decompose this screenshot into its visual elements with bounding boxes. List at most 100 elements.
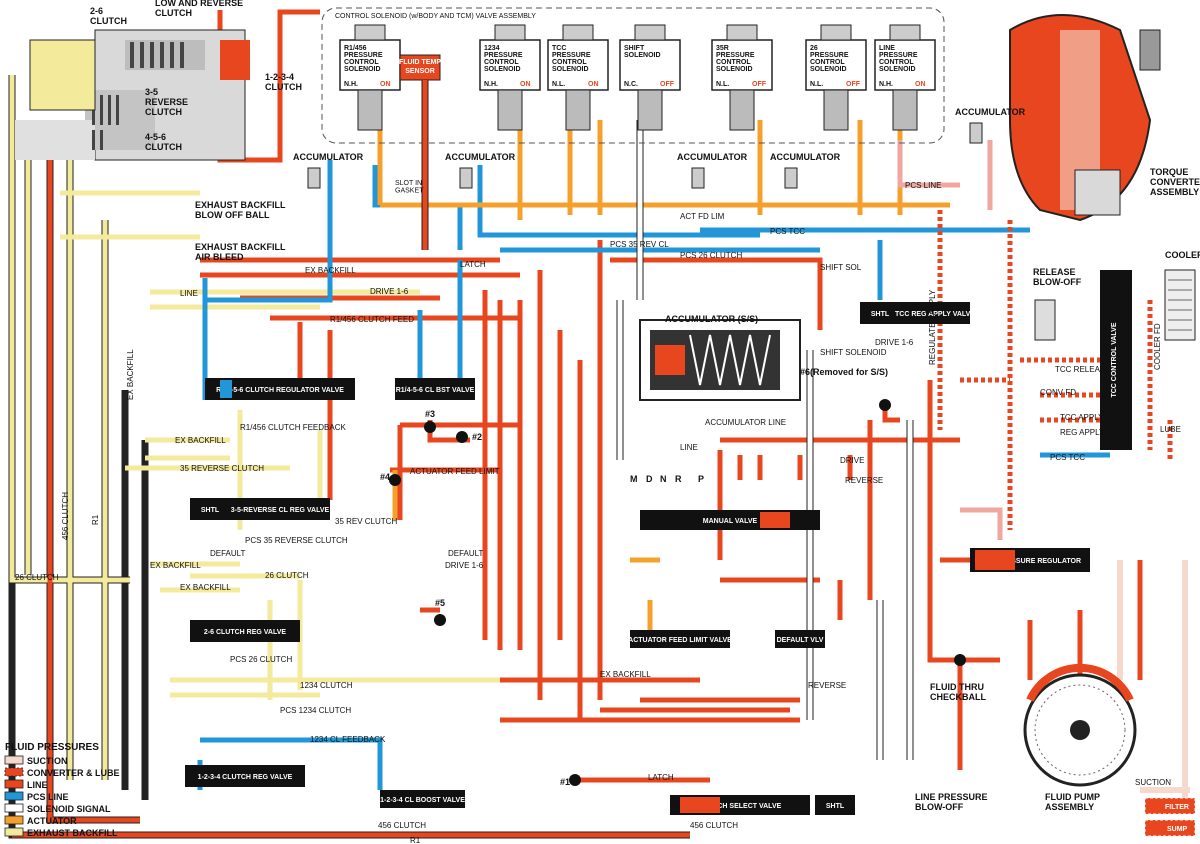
label-tcc_release: TCC RELEASE: [1055, 365, 1111, 374]
solenoid-name: R1/456: [344, 45, 367, 52]
checkball-icon: [569, 774, 581, 786]
r1-456-regulator-valve[interactable]: R1/4-5-6 CLUTCH REGULATOR VALVE: [205, 378, 355, 400]
sump-swatch: [1144, 819, 1196, 837]
label-35_reverse_clutch: 35 REVERSE CLUTCH: [180, 464, 264, 473]
label-filter: FILTER: [1165, 804, 1189, 811]
release-blowoff-spring: [1034, 299, 1056, 341]
solenoid-row: R1/456PRESSURECONTROLSOLENOIDN.H.ON1234P…: [339, 24, 936, 131]
solenoid-name: SOLENOID: [552, 66, 589, 73]
passage-network: [8, 9, 1190, 839]
fluid-temp-sensor-box: [399, 54, 441, 81]
legend-item: ACTUATOR: [27, 816, 77, 826]
solenoid-assembly-title: CONTROL SOLENOID (w/BODY AND TCM) VALVE …: [335, 13, 536, 20]
label-26_clutch: 26 CLUTCH: [15, 573, 59, 582]
label-drive16: DRIVE 1-6: [875, 338, 914, 347]
checkball-icon: [434, 614, 446, 626]
solenoid-type: N.L.: [552, 81, 565, 88]
label-default: DEFAULT: [448, 549, 484, 558]
clutch-select-shuttle[interactable]: SHTL: [815, 795, 855, 815]
label-torque_converter: TORQUECONVERTERASSEMBLY: [1150, 167, 1200, 197]
label-latch: LATCH: [648, 773, 674, 782]
legend-swatch: [4, 755, 24, 765]
label-456_clutch: 456 CLUTCH: [61, 492, 70, 540]
tcc-control-valve-body[interactable]: [1100, 270, 1132, 450]
accumulator-icon: [969, 122, 983, 144]
label-ex_backfill: EX BACKFILL: [600, 670, 651, 679]
filter-swatch: [1144, 797, 1196, 815]
gear-D: D: [646, 474, 653, 484]
fluid-temp-sensor-label-2: SENSOR: [405, 68, 435, 75]
solenoid-name: 26: [810, 45, 818, 52]
label-pcs_line: PCS LINE: [905, 181, 941, 190]
solenoid-name: SOLENOID: [624, 52, 661, 59]
26-clutch-reg-valve[interactable]: 2-6 CLUTCH REG VALVE: [190, 620, 300, 642]
solenoid-name: CONTROL: [716, 59, 751, 66]
r1-456-boost-valve[interactable]: R1/4-5-6 CL BST VALVE: [395, 378, 475, 400]
legend-swatch: [4, 827, 24, 837]
solenoid-state: ON: [915, 81, 926, 88]
label-pcs_1234_clutch: PCS 1234 CLUTCH: [280, 706, 351, 715]
label-cb4: #4: [380, 472, 390, 482]
solenoid-name: PRESSURE: [810, 52, 849, 59]
solenoid-name: PRESSURE: [344, 52, 383, 59]
1234-clutch-reg-valve[interactable]: 1-2-3-4 CLUTCH REG VALVE: [185, 765, 305, 787]
accumulator-icon: [691, 167, 705, 189]
solenoid-type: N.H.: [879, 81, 893, 88]
fluid-pump: [1023, 663, 1137, 787]
default-valve[interactable]: DEFAULT VLV: [775, 630, 825, 648]
line-pressure-regulator-label: LINE PRESSURE REGULATOR: [979, 558, 1081, 565]
legend-item: CONVERTER & LUBE: [27, 768, 120, 778]
solenoid-state: ON: [380, 81, 391, 88]
tcc-reg-apply-valve[interactable]: TCC REG APPLY VALVE: [895, 302, 975, 324]
accumulator-icon: [784, 167, 798, 189]
label-1234_clutch: 1234 CLUTCH: [300, 681, 353, 690]
label-ex_backfill: EX BACKFILL: [126, 349, 135, 400]
clutch-select-valve-label: CLUTCH SELECT VALVE: [699, 803, 782, 810]
manual-valve-label: MANUAL VALVE: [703, 518, 758, 525]
label-conv_fd: CONV FD: [1040, 388, 1076, 397]
checkball-icon: [456, 431, 468, 443]
label-ex_backfill: EX BACKFILL: [175, 436, 226, 445]
label-suction: SUCTION: [1135, 778, 1171, 787]
manual-valve[interactable]: MANUAL VALVE: [640, 510, 820, 530]
label-pcs_35rev: PCS 35 REV CL: [610, 240, 669, 249]
checkball-icon: [424, 421, 436, 433]
solenoid-name: PRESSURE: [484, 52, 523, 59]
label-pcs_26_clutch: PCS 26 CLUTCH: [230, 655, 292, 664]
reg-35-valve[interactable]: 3-5-REVERSE CL REG VALVE: [230, 498, 330, 520]
solenoid-type: N.C.: [624, 81, 638, 88]
tcc-shuttle-label: SHTL: [871, 311, 890, 318]
shuttle-35-valve[interactable]: SHTL: [190, 498, 230, 520]
1234-boost-valve[interactable]: 1-2-3-4 CL BOOST VALVE: [380, 790, 465, 808]
actuator-feed-limit-valve[interactable]: ACTUATOR FEED LIMIT VALVE: [628, 630, 732, 648]
accumulator-label: ACCUMULATOR: [445, 152, 516, 162]
solenoid-name: LINE: [879, 45, 895, 52]
solenoid-name: CONTROL: [344, 59, 379, 66]
clutch-pack: [15, 29, 250, 161]
label-shift_solenoid: SHIFT SOLENOID: [820, 348, 887, 357]
gear-R: R: [675, 474, 682, 484]
gear-P: P: [698, 474, 704, 484]
solenoid-type: N.L.: [716, 81, 729, 88]
label-cooler: COOLER: [1165, 250, 1200, 260]
tcc-shuttle[interactable]: SHTL: [860, 302, 900, 324]
solenoid-state: OFF: [660, 81, 675, 88]
accumulator-ss-title: ACCUMULATOR (S/S): [665, 314, 758, 324]
torque-converter: [1009, 14, 1161, 222]
clutch-select-shuttle-label: SHTL: [826, 803, 845, 810]
checkball-icon: [879, 399, 891, 411]
solenoid-name: SHIFT: [624, 45, 645, 52]
legend-title: FLUID PRESSURES: [5, 742, 99, 753]
